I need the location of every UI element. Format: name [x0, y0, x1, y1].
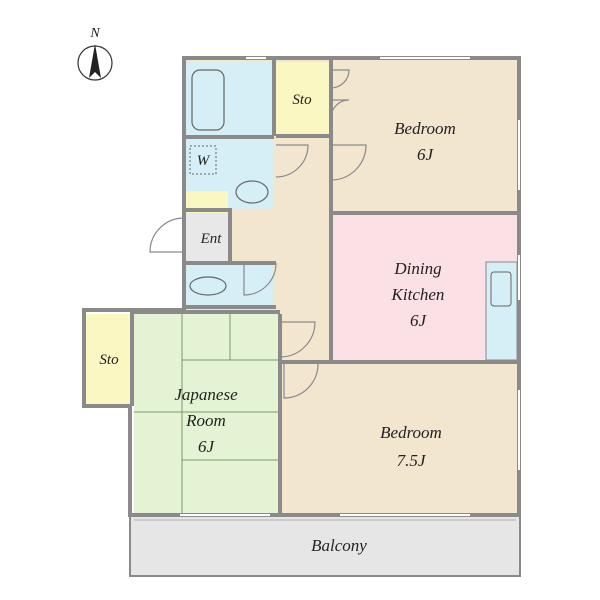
bedroom-se	[282, 364, 517, 514]
windows	[180, 57, 520, 516]
storage-top-label: Sto	[292, 92, 312, 108]
balcony-label: Balcony	[311, 536, 367, 555]
entrance	[184, 214, 230, 262]
door-swings	[149, 69, 367, 399]
bedroom-ne	[331, 62, 517, 213]
washing-machine-icon	[189, 145, 217, 175]
compass: N	[77, 26, 113, 81]
japanese-room-line2: Room	[185, 411, 226, 430]
dining-kitchen-size: 6J	[410, 311, 428, 330]
japanese-room-label: Japanese Room 6J	[174, 385, 238, 456]
toilet-icon	[189, 276, 227, 296]
walls	[82, 56, 521, 517]
dining-kitchen-line2: Kitchen	[391, 285, 445, 304]
compass-letter: N	[89, 26, 100, 41]
dining-kitchen-label: Dining Kitchen 6J	[391, 259, 445, 330]
japanese-room-size: 6J	[198, 437, 216, 456]
bathroom	[186, 62, 274, 136]
compass-needle-icon	[89, 44, 101, 78]
bedroom-ne-size: 6J	[417, 145, 435, 164]
dining-kitchen-line1: Dining	[393, 259, 441, 278]
storage-left	[86, 314, 131, 404]
bedroom-ne-name: Bedroom	[394, 119, 456, 138]
storage-top	[276, 62, 329, 134]
japanese-room-line1: Japanese	[174, 385, 238, 404]
shoe-cabinet	[186, 191, 228, 213]
bedroom-se-size: 7.5J	[397, 451, 427, 470]
entrance-label: Ent	[200, 231, 223, 247]
washbasin-icon	[235, 180, 269, 204]
bedroom-ne-label: Bedroom 6J	[394, 119, 456, 164]
bedroom-se-name: Bedroom	[380, 423, 442, 442]
japanese-room	[134, 314, 278, 514]
toilet-room	[186, 264, 274, 306]
bathtub-icon	[191, 69, 225, 131]
storage-left-label: Sto	[99, 352, 119, 368]
tatami-lines	[134, 314, 278, 514]
bedroom-se-label: Bedroom 7.5J	[380, 423, 442, 470]
washroom-label: W	[197, 153, 211, 169]
sink-icon	[490, 271, 512, 307]
